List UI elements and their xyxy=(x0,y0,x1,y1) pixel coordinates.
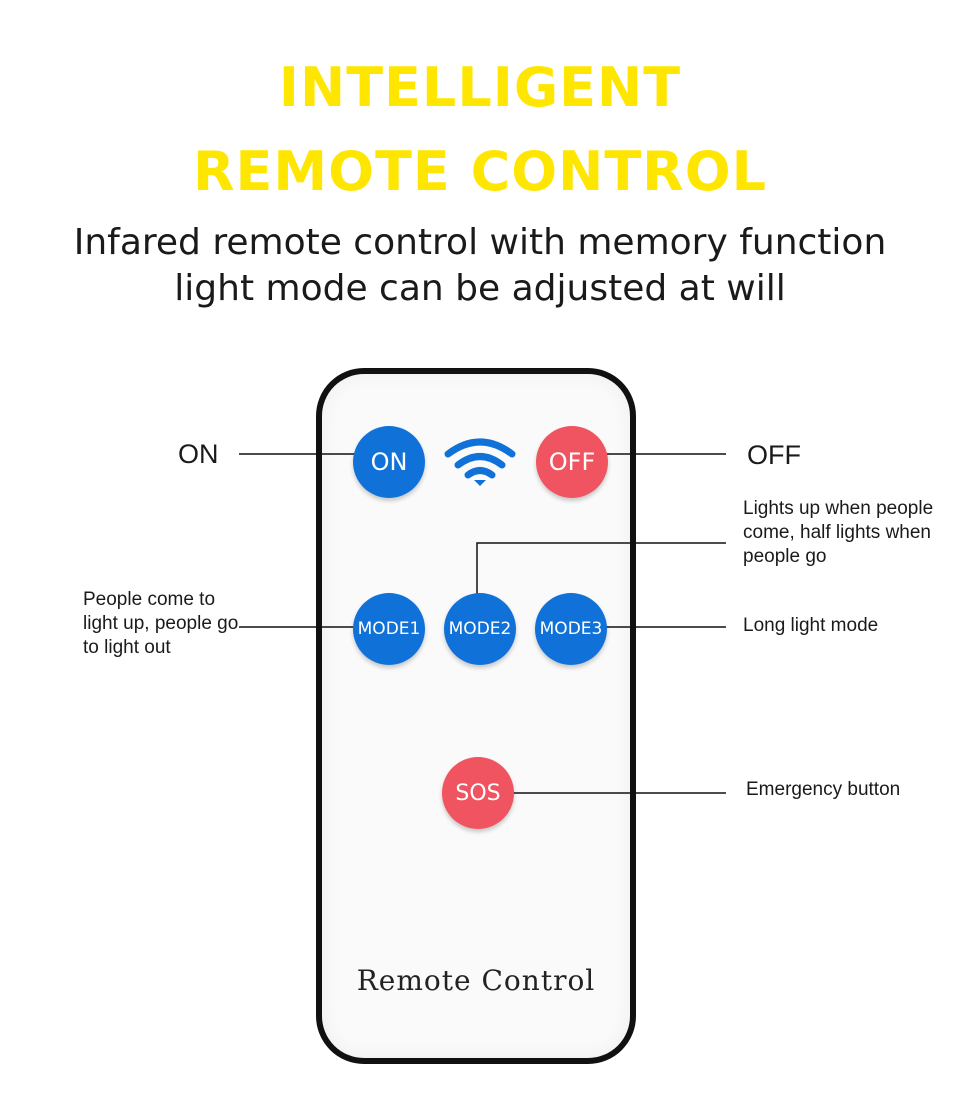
subtitle-line-1: Infared remote control with memory funct… xyxy=(73,222,887,263)
mode3-button[interactable]: MODE3 xyxy=(535,593,607,665)
callout-label-mode1: People come to light up, people go to li… xyxy=(83,589,239,658)
off-button[interactable]: OFF xyxy=(536,426,608,498)
mode1-button[interactable]: MODE1 xyxy=(353,593,425,665)
page-title-line-2: REMOTE CONTROL xyxy=(192,140,768,203)
callout-label-sos: Emergency button xyxy=(746,779,901,800)
mode2-button[interactable]: MODE2 xyxy=(444,593,516,665)
callout-label-on: ON xyxy=(178,439,219,469)
on-button[interactable]: ON xyxy=(353,426,425,498)
remote-label: Remote Control xyxy=(356,964,596,997)
sos-button[interactable]: SOS xyxy=(442,757,514,829)
callout-label-mode2: Lights up when people come, half lights … xyxy=(743,498,934,567)
subtitle-line-2: light mode can be adjusted at will xyxy=(174,268,786,309)
wifi-icon xyxy=(444,438,516,486)
page-title-line-1: INTELLIGENT xyxy=(278,56,682,119)
callout-label-mode3: Long light mode xyxy=(743,615,879,636)
callout-label-off: OFF xyxy=(747,440,801,470)
